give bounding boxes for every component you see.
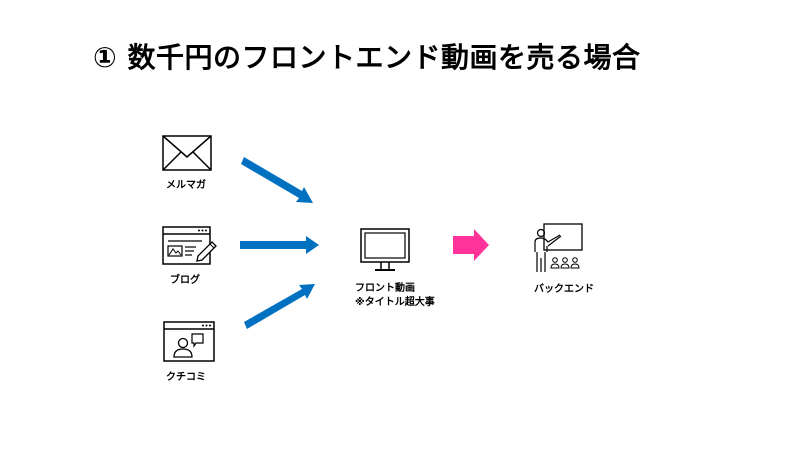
arrow-front-to-backend bbox=[453, 229, 489, 261]
source-label-mailmag: メルマガ bbox=[166, 180, 206, 191]
word-of-mouth-window-icon bbox=[163, 321, 215, 362]
monitor-icon bbox=[360, 228, 410, 271]
source-label-blog: ブログ bbox=[170, 275, 200, 286]
blog-window-icon bbox=[162, 226, 217, 265]
presenter-audience-icon bbox=[534, 223, 583, 272]
arrow-kuchikomi-to-front bbox=[244, 284, 315, 329]
backend-label: バックエンド bbox=[534, 284, 594, 295]
source-label-kuchikomi: クチコミ bbox=[166, 372, 206, 383]
front-video-note: ※タイトル超大事 bbox=[355, 297, 435, 308]
envelope-icon bbox=[162, 135, 212, 171]
arrow-blog-to-front bbox=[240, 236, 319, 254]
page-title: ① 数千円のフロントエンド動画を売る場合 bbox=[93, 41, 641, 74]
front-video-label: フロント動画 bbox=[355, 283, 415, 294]
arrow-mailmag-to-front bbox=[241, 157, 313, 203]
